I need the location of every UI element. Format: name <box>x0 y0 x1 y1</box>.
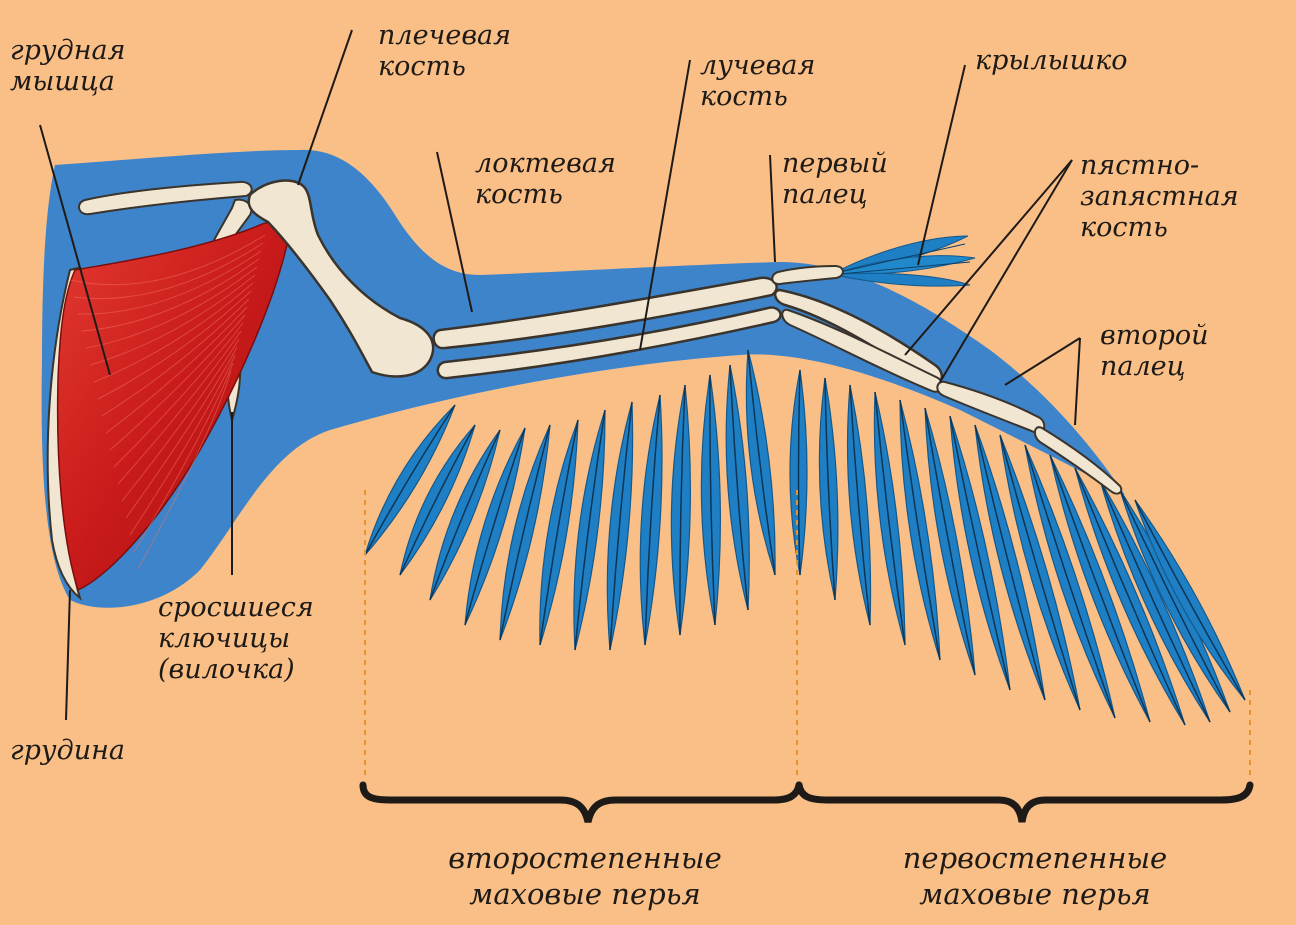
label-carpometacarpus: пястно- запястная кость <box>1080 150 1239 243</box>
label-primary-feathers: первостепенные маховые перья <box>850 840 1220 912</box>
label-alula: крылышко <box>975 45 1128 76</box>
label-radius: лучевая кость <box>700 50 815 112</box>
label-ulna: локтевая кость <box>475 148 616 210</box>
label-pectoral-muscle: грудная мышца <box>10 35 125 97</box>
label-secondary-feathers: второстепенные маховые перья <box>400 840 770 912</box>
curly-brace-icon <box>363 785 799 822</box>
label-first-digit: первый палец <box>782 148 888 210</box>
alula-feathers <box>840 236 975 286</box>
label-second-digit: второй палец <box>1100 320 1209 382</box>
label-furcula: сросшиеся ключицы (вилочка) <box>158 592 314 685</box>
label-humerus: плечевая кость <box>378 20 511 82</box>
curly-brace-icon <box>799 785 1250 822</box>
label-sternum: грудина <box>10 735 125 766</box>
